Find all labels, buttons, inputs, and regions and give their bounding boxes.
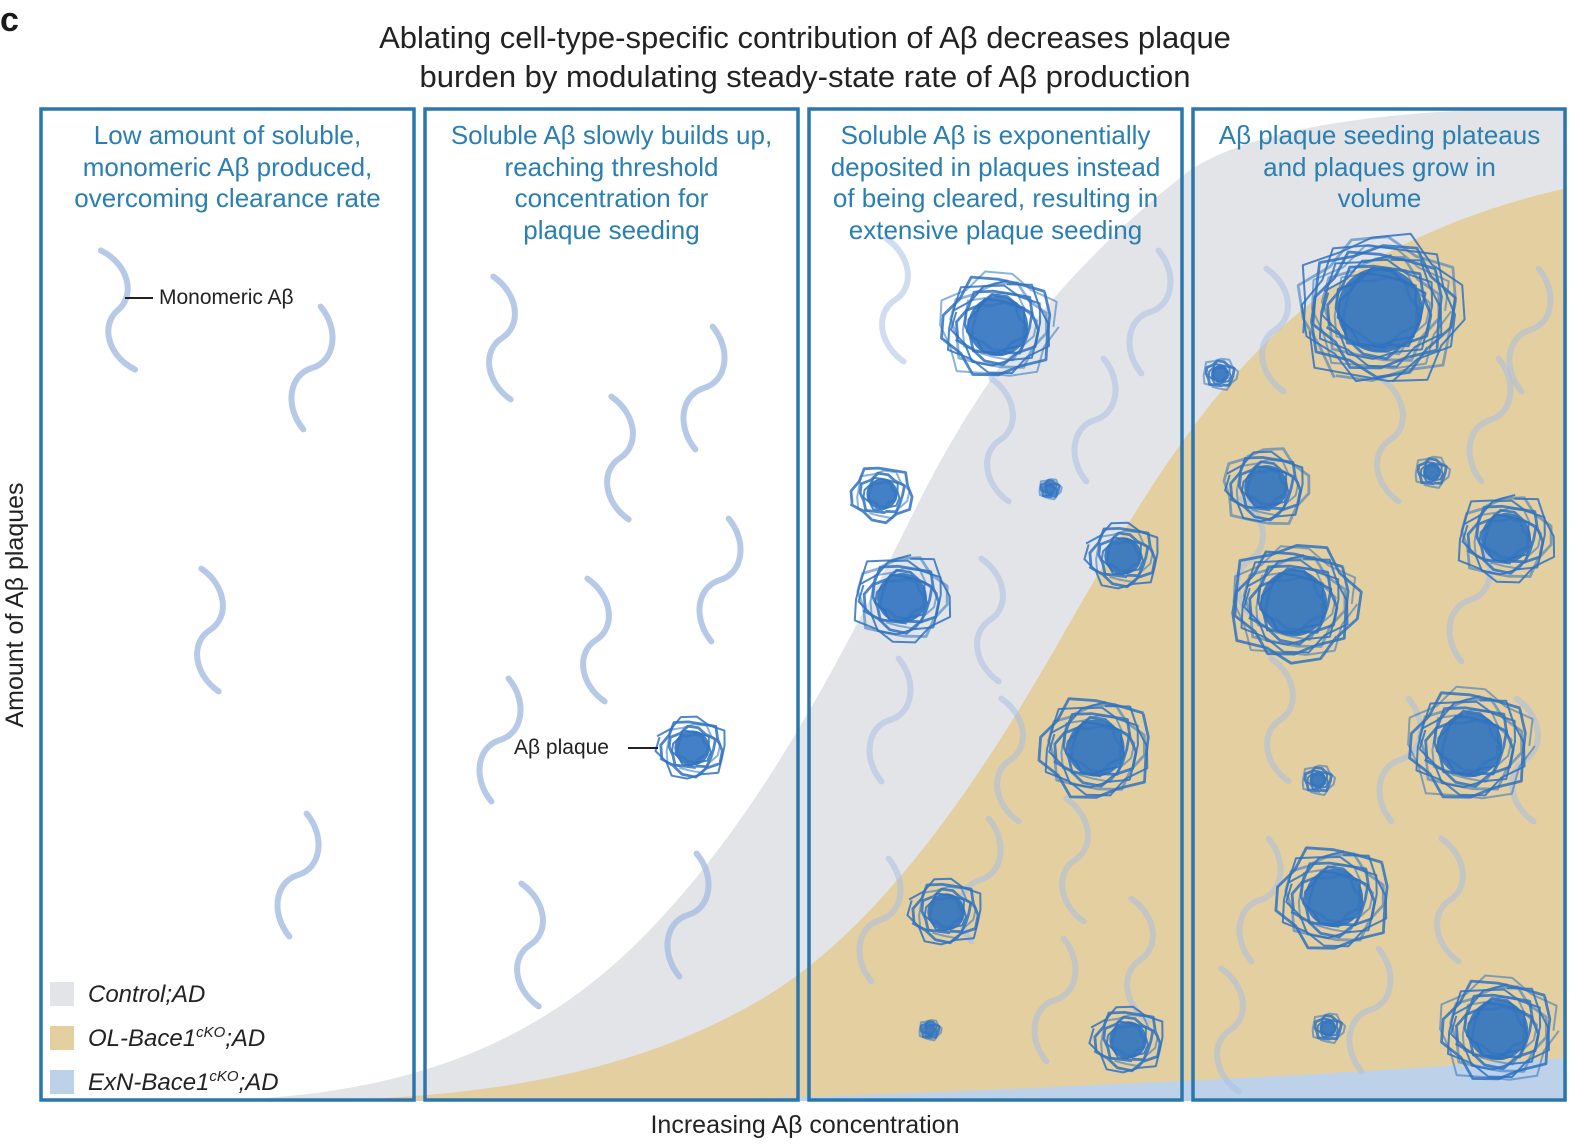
figure-title: Ablating cell-type-specific contribution…: [200, 18, 1410, 96]
amyloid-plaque: [1083, 521, 1159, 590]
amyloid-plaque: [1457, 494, 1556, 584]
amyloid-plaque: [1038, 478, 1063, 501]
stage-frame-1: [39, 107, 416, 1102]
stage-2-caption-line: reaching threshold: [504, 151, 719, 182]
panel-letter: c: [0, 1, 19, 39]
amyloid-plaque: [1407, 685, 1536, 800]
amyloid-plaque: [939, 270, 1060, 377]
legend-item-exn-bace1: ExN-Bace1cKO;AD: [50, 1060, 279, 1104]
stage-1-caption-line: monomeric Aβ produced,: [82, 151, 373, 182]
monomer-squiggle: [273, 811, 323, 938]
stage-3-caption-line: Soluble Aβ is exponentially: [840, 120, 1151, 150]
legend: Control;AD OL-Bace1cKO;AD ExN-Bace1cKO;A…: [50, 972, 279, 1104]
curves-group: [41, 108, 1567, 1101]
amyloid-plaque: [1222, 447, 1311, 525]
amyloid-plaque: [849, 466, 914, 525]
amyloid-plaque: [1202, 357, 1240, 391]
monomer-squiggle: [477, 274, 527, 401]
legend-label-control: Control;AD: [88, 980, 206, 1008]
stage-2-caption-line: plaque seeding: [523, 214, 700, 245]
monomer-squiggle: [695, 516, 745, 643]
legend-swatch-exn-bace1: [50, 1070, 74, 1094]
exn-bace1-ckO-area: [41, 1058, 1567, 1101]
legend-label-exn-bace1: ExN-Bace1cKO;AD: [88, 1067, 279, 1096]
legend-item-control: Control;AD: [50, 972, 279, 1016]
y-axis-label: Amount of Aβ plaques: [1, 482, 29, 728]
stage-1-caption-line: overcoming clearance rate: [74, 183, 381, 213]
amyloid-plaque: [1311, 1012, 1346, 1044]
amyloid-plaque: [1274, 846, 1389, 950]
amyloid-plaque: [1296, 232, 1466, 383]
monomer-squiggle: [85, 246, 151, 374]
ol-bace1-ckO-area: [41, 188, 1567, 1101]
stage-frame-3: [807, 107, 1184, 1102]
figure-title-line-2: burden by modulating steady-state rate o…: [419, 59, 1191, 94]
amyloid-plaque: [1301, 764, 1336, 796]
legend-label-ol-bace1: OL-Bace1cKO;AD: [88, 1023, 266, 1052]
stage-2-caption: Soluble Aβ slowly builds up, reaching th…: [428, 120, 795, 246]
monomer-callout-label: Monomeric Aβ: [159, 286, 294, 309]
stage-2-caption-line: concentration for: [514, 183, 709, 213]
stage-3-caption-line: deposited in plaques instead: [830, 151, 1161, 182]
stage-4-caption-line: Aβ plaque seeding plateaus: [1218, 120, 1541, 150]
amyloid-plaque: [1231, 544, 1363, 665]
amyloid-plaque: [1088, 1005, 1164, 1074]
plaque-group: [654, 232, 1560, 1081]
monomer-squiggle: [679, 324, 729, 451]
stage-4-caption-line: volume: [1337, 183, 1422, 213]
stage-4-caption: Aβ plaque seeding plateaus and plaques g…: [1196, 120, 1563, 215]
plaque-callout-label: Aβ plaque: [514, 736, 609, 759]
amyloid-plaque: [906, 877, 982, 946]
legend-swatch-control: [50, 982, 74, 1006]
stage-4-caption-line: and plaques grow in: [1263, 151, 1496, 182]
amyloid-plaque: [1037, 697, 1150, 799]
amyloid-plaque: [918, 1019, 943, 1042]
stage-2-caption-line: Soluble Aβ slowly builds up,: [450, 120, 773, 150]
stage-3-caption: Soluble Aβ is exponentially deposited in…: [811, 120, 1180, 246]
monomer-squiggle: [595, 394, 645, 521]
stage-frame-2: [423, 107, 800, 1102]
amyloid-plaque: [853, 554, 952, 644]
stage-frame-4: [1191, 107, 1567, 1102]
legend-swatch-ol-bace1: [50, 1026, 74, 1050]
stage-1-caption-line: Low amount of soluble,: [93, 120, 362, 150]
figure-title-line-1: Ablating cell-type-specific contribution…: [379, 20, 1231, 55]
legend-item-ol-bace1: OL-Bace1cKO;AD: [50, 1016, 279, 1060]
stage-1-caption: Low amount of soluble, monomeric Aβ prod…: [50, 120, 405, 215]
monomer-squiggle: [185, 566, 235, 693]
monomer-squiggle: [505, 881, 555, 1008]
amyloid-plaque: [1439, 974, 1560, 1081]
stage-3-caption-line: of being cleared, resulting in: [832, 183, 1159, 213]
amyloid-plaque: [654, 715, 726, 780]
amyloid-plaque: [1414, 455, 1452, 489]
monomer-squiggle: [571, 576, 621, 703]
monomer-squiggle: [287, 304, 337, 431]
stage-3-caption-line: extensive plaque seeding: [848, 214, 1143, 245]
stage-frames: [39, 107, 1567, 1102]
x-axis-label: Increasing Aβ concentration: [650, 1111, 960, 1139]
monomer-squiggle: [870, 236, 920, 363]
